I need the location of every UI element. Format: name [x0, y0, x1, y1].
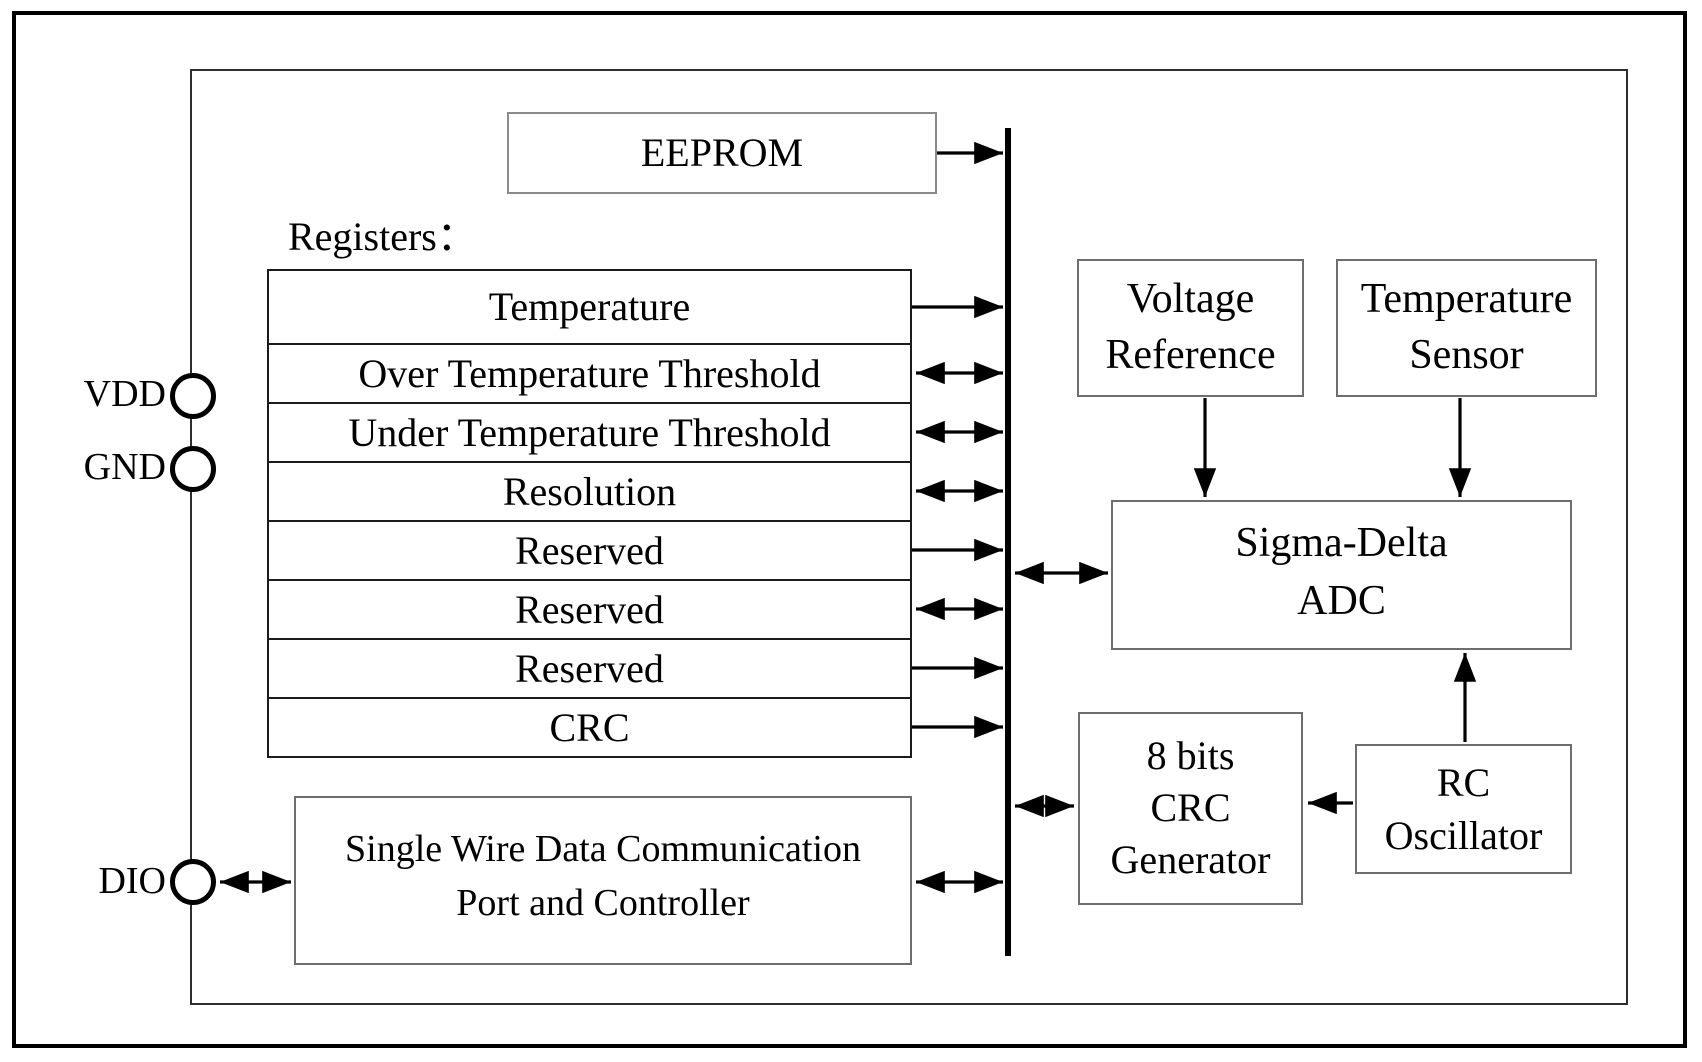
chip-outer-border	[12, 11, 1687, 1048]
voltage-reference-line1: Voltage	[1126, 276, 1255, 322]
rc-oscillator-line1: RC	[1436, 760, 1491, 805]
single-wire-port-block: Single Wire Data Communication Port and …	[294, 796, 912, 965]
register-row-reserved-1: Reserved	[269, 520, 910, 579]
temperature-sensor-block: Temperature Sensor	[1336, 259, 1597, 397]
eeprom-block: EEPROM	[507, 112, 937, 194]
register-row-under-temperature-threshold: Under Temperature Threshold	[269, 402, 910, 461]
vdd-pin-circle	[170, 373, 216, 419]
rc-oscillator-line2: Oscillator	[1384, 813, 1543, 858]
dio-pin-label: DIO	[98, 860, 166, 902]
dio-pin-circle	[170, 859, 216, 905]
register-row-resolution: Resolution	[269, 461, 910, 520]
sigma-delta-adc-line2: ADC	[1297, 578, 1386, 624]
gnd-pin-circle	[170, 446, 216, 492]
voltage-reference-block: Voltage Reference	[1077, 259, 1304, 397]
crc-generator-line2: CRC	[1150, 785, 1231, 830]
crc-generator-line1: 8 bits	[1146, 733, 1235, 778]
register-row-over-temperature-threshold: Over Temperature Threshold	[269, 343, 910, 402]
single-wire-port-line2: Port and Controller	[456, 882, 750, 924]
crc-generator-block: 8 bits CRC Generator	[1078, 712, 1303, 905]
register-row-temperature: Temperature	[488, 284, 691, 329]
vdd-pin-label: VDD	[83, 373, 166, 415]
chip-inner-boundary	[190, 69, 1628, 1005]
rc-oscillator-block: RC Oscillator	[1355, 744, 1572, 874]
internal-data-bus	[1005, 128, 1011, 956]
voltage-reference-line2: Reference	[1105, 332, 1276, 378]
sigma-delta-adc-line1: Sigma-Delta	[1235, 520, 1448, 566]
crc-generator-line3: Generator	[1110, 837, 1271, 882]
registers-table: Temperature Over Temperature Threshold U…	[267, 269, 912, 758]
eeprom-label: EEPROM	[640, 130, 804, 175]
temperature-sensor-line1: Temperature	[1360, 276, 1573, 322]
registers-title: Registers：	[288, 214, 477, 259]
register-row-crc: CRC	[269, 697, 910, 756]
gnd-pin-label: GND	[83, 446, 166, 488]
register-row-reserved-3: Reserved	[269, 638, 910, 697]
temperature-sensor-line2: Sensor	[1409, 332, 1524, 378]
single-wire-port-line1: Single Wire Data Communication	[345, 828, 861, 870]
register-row-reserved-2: Reserved	[269, 579, 910, 638]
sigma-delta-adc-block: Sigma-Delta ADC	[1111, 500, 1572, 650]
